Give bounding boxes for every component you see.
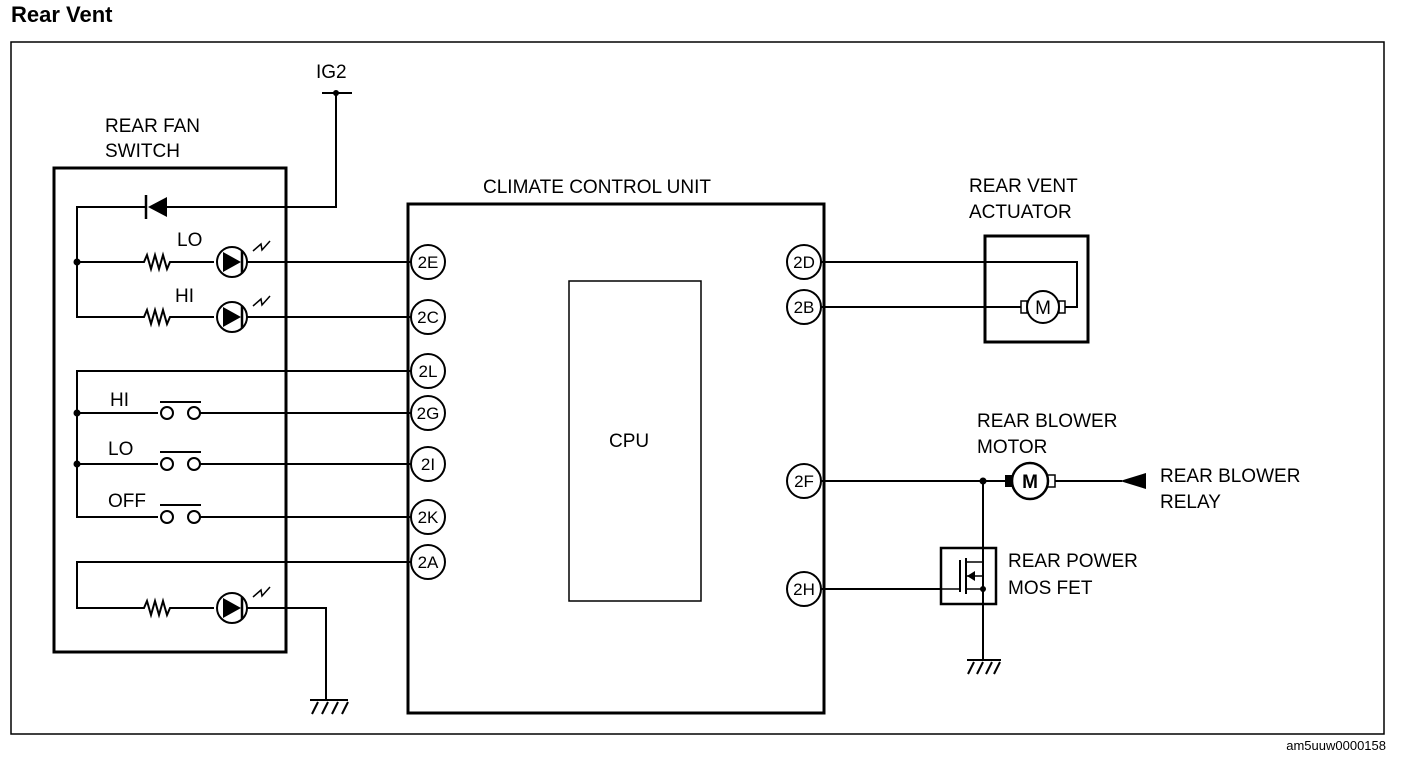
connector-pin-2c: 2C (410, 299, 446, 335)
ground-icon (310, 699, 349, 715)
svg-text:M: M (1022, 472, 1038, 493)
rear-power-mosfet-label: REAR POWER (1008, 551, 1138, 572)
svg-text:2E: 2E (418, 253, 439, 272)
rear-blower-relay-label-2: RELAY (1160, 492, 1221, 513)
document-code: am5uuw0000158 (1286, 738, 1386, 753)
diagram-frame (10, 41, 1385, 735)
led-indicator-icon (216, 586, 271, 624)
connector-pin-2d: 2D (786, 244, 822, 280)
climate-control-unit-label: CLIMATE CONTROL UNIT (483, 177, 711, 198)
rear-fan-switch-box (52, 166, 288, 654)
rear-vent-actuator-label: REAR VENT (969, 176, 1078, 197)
led-hi-label: HI (175, 286, 194, 307)
switch-hi-contacts-icon (160, 401, 201, 420)
svg-text:2A: 2A (418, 553, 439, 572)
led-lo-icon (216, 240, 271, 278)
switch-off-contacts-icon (160, 504, 201, 524)
ig2-label: IG2 (316, 62, 347, 83)
rear-power-mosfet-label-2: MOS FET (1008, 578, 1093, 599)
cpu-label: CPU (609, 431, 649, 452)
blower-motor-icon: M (1005, 461, 1056, 501)
ground-icon (967, 659, 1001, 675)
actuator-motor-icon: M (1020, 290, 1066, 324)
resistor-icon (140, 597, 214, 619)
connector-pin-2i: 2I (410, 446, 446, 482)
diode-icon (144, 195, 167, 219)
rear-fan-switch-label: REAR FAN (105, 116, 200, 137)
connector-pin-2b: 2B (786, 289, 822, 325)
svg-text:M: M (1035, 298, 1051, 319)
connector-pin-2l: 2L (410, 353, 446, 389)
climate-control-unit-box (406, 202, 826, 715)
switch-lo-label: LO (108, 439, 133, 460)
relay-arrow-icon (1120, 473, 1146, 489)
rear-fan-switch-label-2: SWITCH (105, 141, 180, 162)
connector-pin-2f: 2F (786, 463, 822, 499)
svg-text:2F: 2F (794, 472, 814, 491)
switch-off-label: OFF (108, 491, 146, 512)
connector-pin-2e: 2E (410, 244, 446, 280)
svg-text:2C: 2C (417, 308, 439, 327)
rear-blower-motor-label: REAR BLOWER (977, 411, 1117, 432)
resistor-icon (140, 251, 214, 273)
rear-vent-actuator-label-2: ACTUATOR (969, 202, 1072, 223)
connector-pin-2h: 2H (786, 571, 822, 607)
switch-lo-contacts-icon (160, 451, 201, 471)
resistor-icon (140, 306, 214, 328)
svg-text:2B: 2B (794, 298, 815, 317)
rear-vent-actuator-box (983, 234, 1090, 344)
svg-text:2K: 2K (418, 508, 439, 527)
cpu-box (568, 280, 702, 602)
svg-text:2H: 2H (793, 580, 815, 599)
svg-text:2L: 2L (419, 362, 438, 381)
connector-pin-2g: 2G (410, 395, 446, 431)
svg-text:2I: 2I (421, 455, 435, 474)
rear-blower-motor-label-2: MOTOR (977, 437, 1047, 458)
connector-pin-2k: 2K (410, 499, 446, 535)
svg-text:2D: 2D (793, 253, 815, 272)
mosfet-icon (939, 546, 998, 606)
page-title: Rear Vent (11, 2, 113, 27)
switch-hi-label: HI (110, 390, 129, 411)
led-hi-icon (216, 295, 271, 333)
rear-blower-relay-label: REAR BLOWER (1160, 466, 1300, 487)
svg-text:2G: 2G (417, 404, 440, 423)
led-lo-label: LO (177, 230, 202, 251)
connector-pin-2a: 2A (410, 544, 446, 580)
